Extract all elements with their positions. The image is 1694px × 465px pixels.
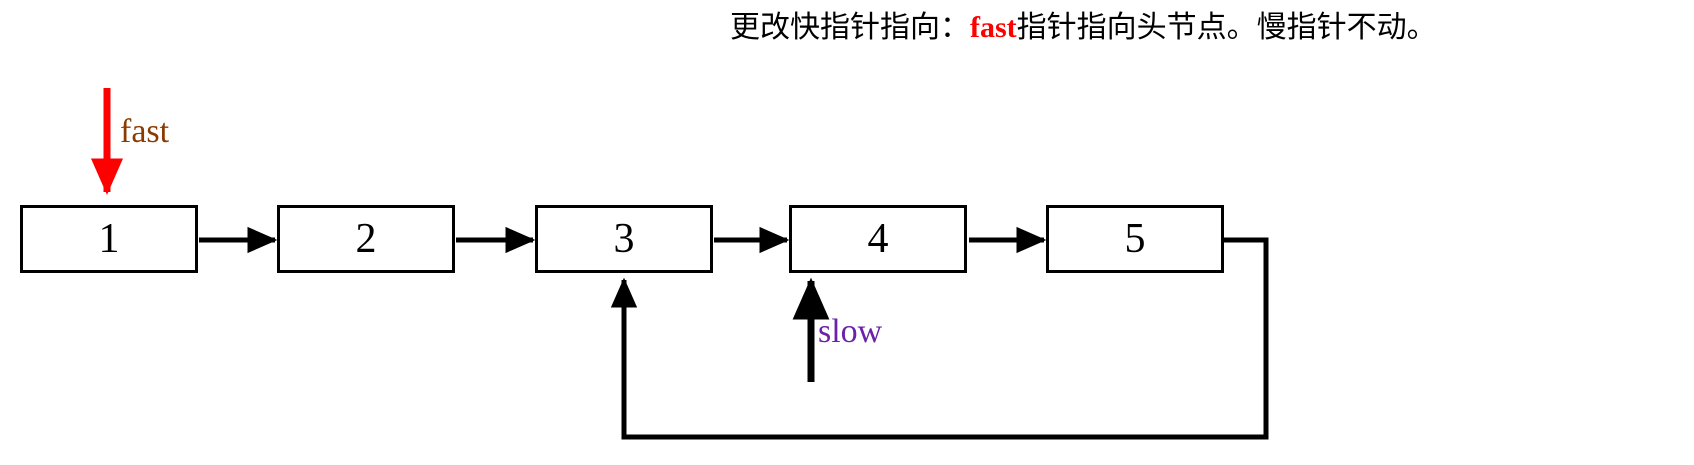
list-node-1-value: 1 bbox=[98, 216, 120, 262]
list-node-3-value: 3 bbox=[613, 216, 635, 262]
edge-node-5-to-node-3-cycle bbox=[610, 237, 1269, 440]
caption-prefix: 更改快指针指向： bbox=[730, 10, 970, 45]
list-node-3[interactable]: 3 bbox=[535, 205, 713, 273]
caption-text: 更改快指针指向：fast指针指向头节点。慢指针不动。 bbox=[730, 5, 1680, 51]
fast-pointer-label: fast bbox=[120, 113, 170, 150]
caption-keyword-fast: fast bbox=[970, 11, 1017, 44]
list-node-4[interactable]: 4 bbox=[789, 205, 967, 273]
list-node-1[interactable]: 1 bbox=[20, 205, 198, 273]
list-node-4-value: 4 bbox=[867, 216, 889, 262]
list-node-2[interactable]: 2 bbox=[277, 205, 455, 273]
list-node-2-value: 2 bbox=[355, 216, 377, 262]
caption-suffix: 指针指向头节点。慢指针不动。 bbox=[1016, 10, 1437, 45]
list-node-5-value: 5 bbox=[1124, 216, 1146, 262]
slow-pointer-label: slow bbox=[818, 313, 883, 350]
list-node-5[interactable]: 5 bbox=[1046, 205, 1224, 273]
